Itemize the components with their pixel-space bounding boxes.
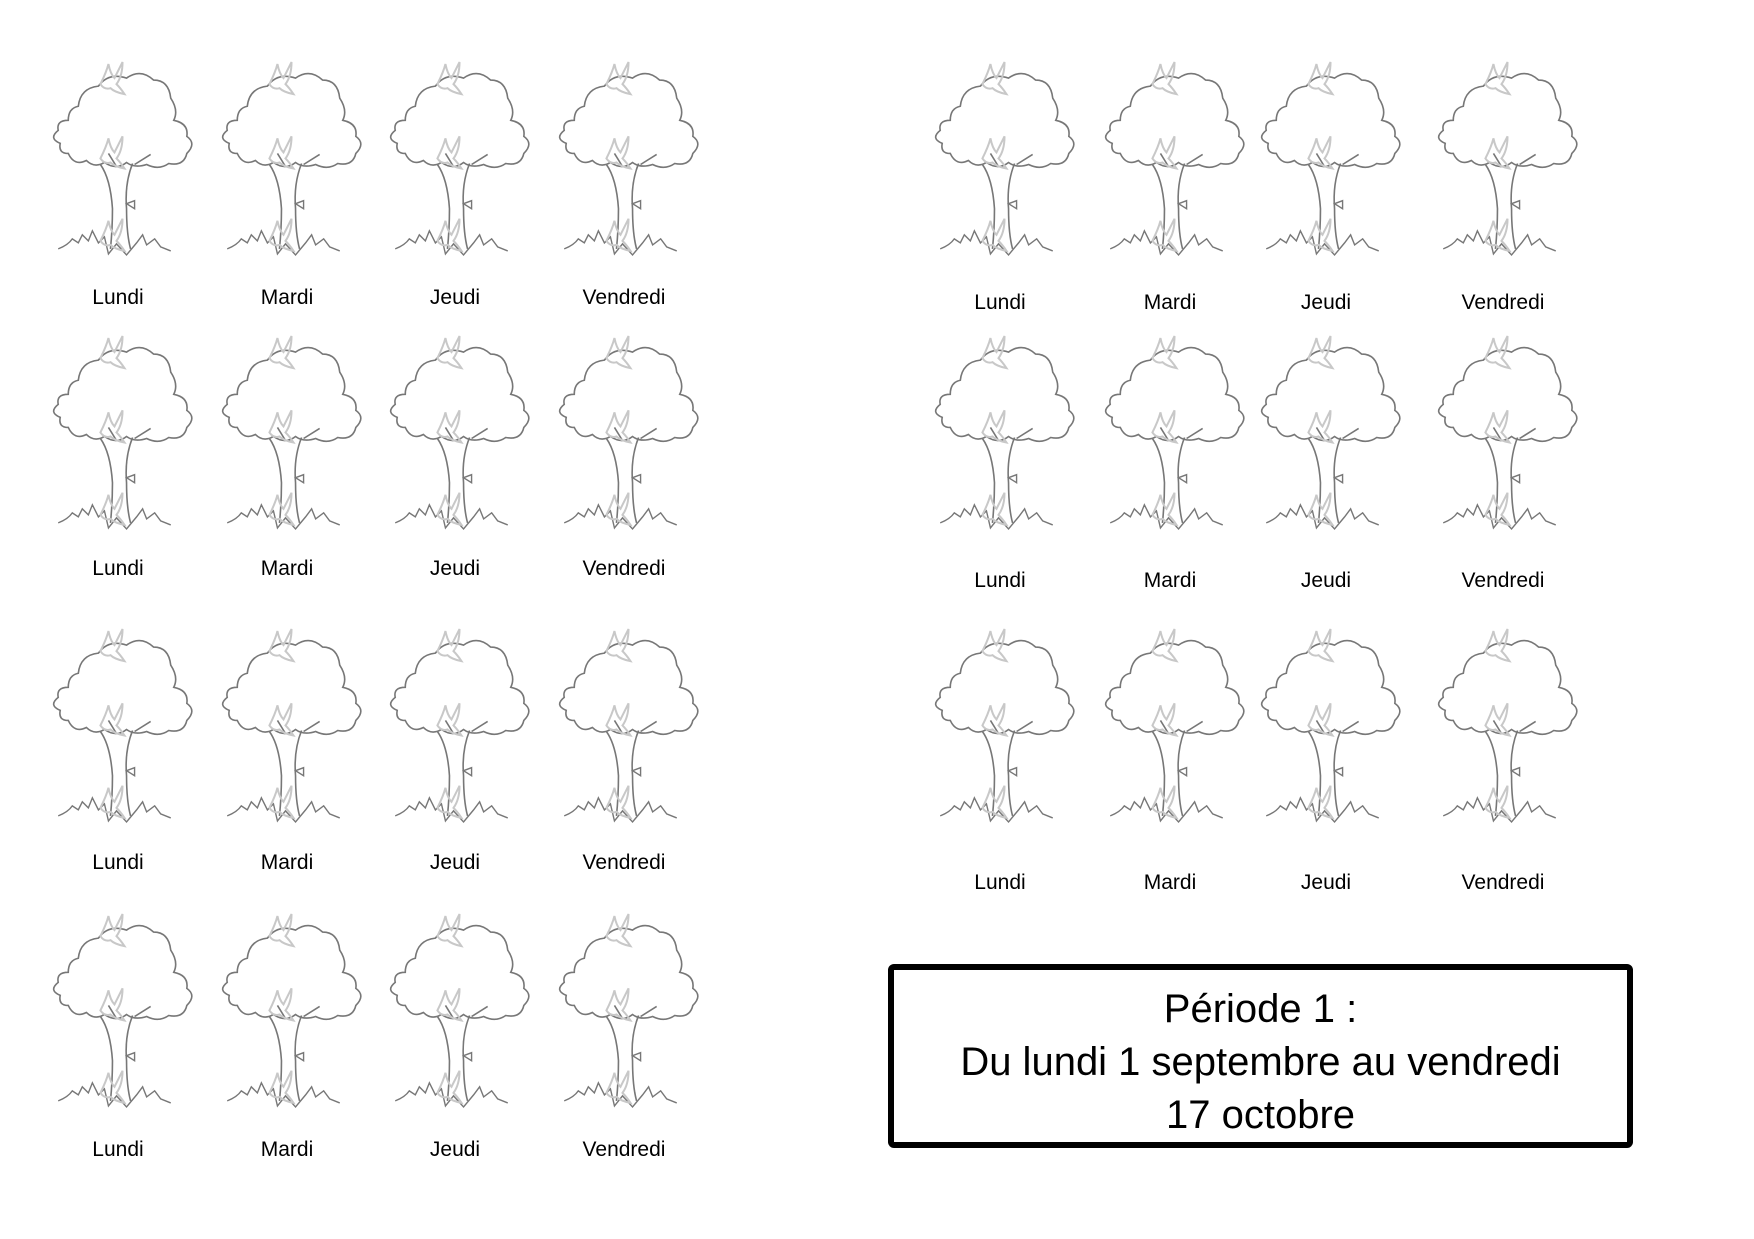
- day-label: Lundi: [92, 557, 144, 580]
- day-label: Jeudi: [1300, 569, 1352, 592]
- day-label: Jeudi: [1300, 291, 1352, 314]
- day-label: Jeudi: [429, 1138, 481, 1161]
- tree-with-birds-illustration: [1423, 58, 1584, 269]
- tree-with-birds-illustration: [544, 910, 705, 1121]
- day-label: Vendredi: [582, 1138, 666, 1161]
- tree-with-birds-illustration: [375, 332, 536, 543]
- day-label: Vendredi: [1461, 871, 1545, 894]
- tree-with-birds-illustration: [38, 625, 199, 836]
- tree-with-birds-illustration: [1090, 58, 1251, 269]
- tree-with-birds-illustration: [1246, 332, 1407, 543]
- tree-with-birds-illustration: [1423, 332, 1584, 543]
- tree-with-birds-illustration: [544, 58, 705, 269]
- day-label: Mardi: [1143, 291, 1197, 314]
- day-label: Vendredi: [582, 851, 666, 874]
- day-label: Mardi: [260, 557, 314, 580]
- day-label: Lundi: [92, 851, 144, 874]
- day-label: Mardi: [1143, 871, 1197, 894]
- tree-with-birds-illustration: [38, 910, 199, 1121]
- day-label: Lundi: [974, 569, 1026, 592]
- period-dates-line1: Du lundi 1 septembre au vendredi: [960, 1040, 1561, 1084]
- tree-with-birds-illustration: [207, 332, 368, 543]
- tree-with-birds-illustration: [1090, 332, 1251, 543]
- tree-with-birds-illustration: [1423, 625, 1584, 836]
- day-label: Jeudi: [429, 851, 481, 874]
- tree-with-birds-illustration: [920, 332, 1081, 543]
- tree-with-birds-illustration: [1246, 625, 1407, 836]
- tree-with-birds-illustration: [207, 625, 368, 836]
- tree-with-birds-illustration: [1090, 625, 1251, 836]
- day-label: Mardi: [260, 851, 314, 874]
- period-info-box: Période 1 : Du lundi 1 septembre au vend…: [888, 964, 1633, 1148]
- tree-with-birds-illustration: [38, 332, 199, 543]
- day-label: Jeudi: [429, 557, 481, 580]
- day-label: Mardi: [260, 286, 314, 309]
- day-label: Vendredi: [1461, 291, 1545, 314]
- tree-with-birds-illustration: [375, 58, 536, 269]
- day-label: Lundi: [92, 286, 144, 309]
- tree-with-birds-illustration: [920, 58, 1081, 269]
- day-label: Vendredi: [1461, 569, 1545, 592]
- day-label: Mardi: [1143, 569, 1197, 592]
- day-label: Vendredi: [582, 557, 666, 580]
- day-label: Lundi: [92, 1138, 144, 1161]
- day-label: Jeudi: [429, 286, 481, 309]
- day-label: Lundi: [974, 871, 1026, 894]
- period-dates-line2: 17 octobre: [1165, 1093, 1356, 1137]
- tree-with-birds-illustration: [375, 910, 536, 1121]
- day-label: Mardi: [260, 1138, 314, 1161]
- day-label: Jeudi: [1300, 871, 1352, 894]
- tree-with-birds-illustration: [544, 332, 705, 543]
- tree-with-birds-illustration: [207, 58, 368, 269]
- tree-with-birds-illustration: [544, 625, 705, 836]
- tree-with-birds-illustration: [375, 625, 536, 836]
- day-label: Vendredi: [582, 286, 666, 309]
- tree-with-birds-illustration: [38, 58, 199, 269]
- tree-with-birds-illustration: [207, 910, 368, 1121]
- tree-with-birds-illustration: [920, 625, 1081, 836]
- day-label: Lundi: [974, 291, 1026, 314]
- period-title: Période 1 :: [1163, 987, 1358, 1031]
- tree-with-birds-illustration: [1246, 58, 1407, 269]
